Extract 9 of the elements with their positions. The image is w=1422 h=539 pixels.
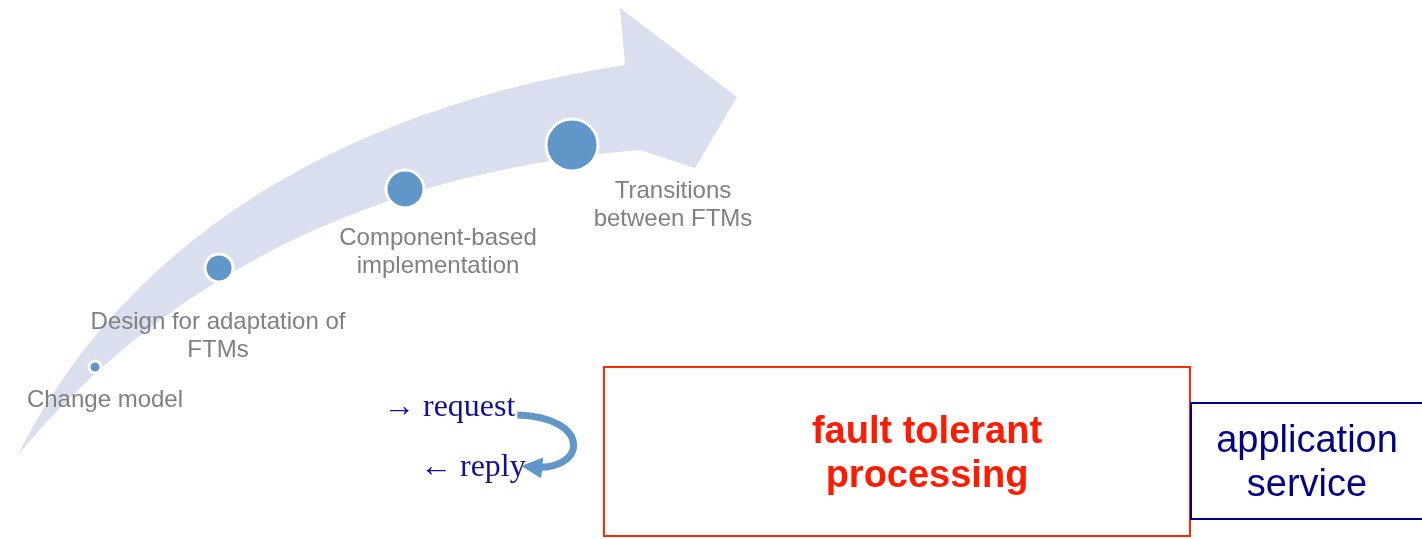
milestone-label: Component-based implementation (338, 223, 538, 279)
message-label: ← reply (420, 447, 526, 483)
milestone-label: Transitions between FTMs (592, 176, 754, 232)
curved-arrow (517, 411, 577, 478)
milestone-label: Change model (25, 385, 185, 413)
process-box: fault tolerant processing (603, 366, 1191, 537)
message-label: → request (383, 387, 516, 423)
milestone-label: Design for adaptation of FTMs (89, 307, 347, 363)
service-box: application service (1190, 402, 1422, 520)
